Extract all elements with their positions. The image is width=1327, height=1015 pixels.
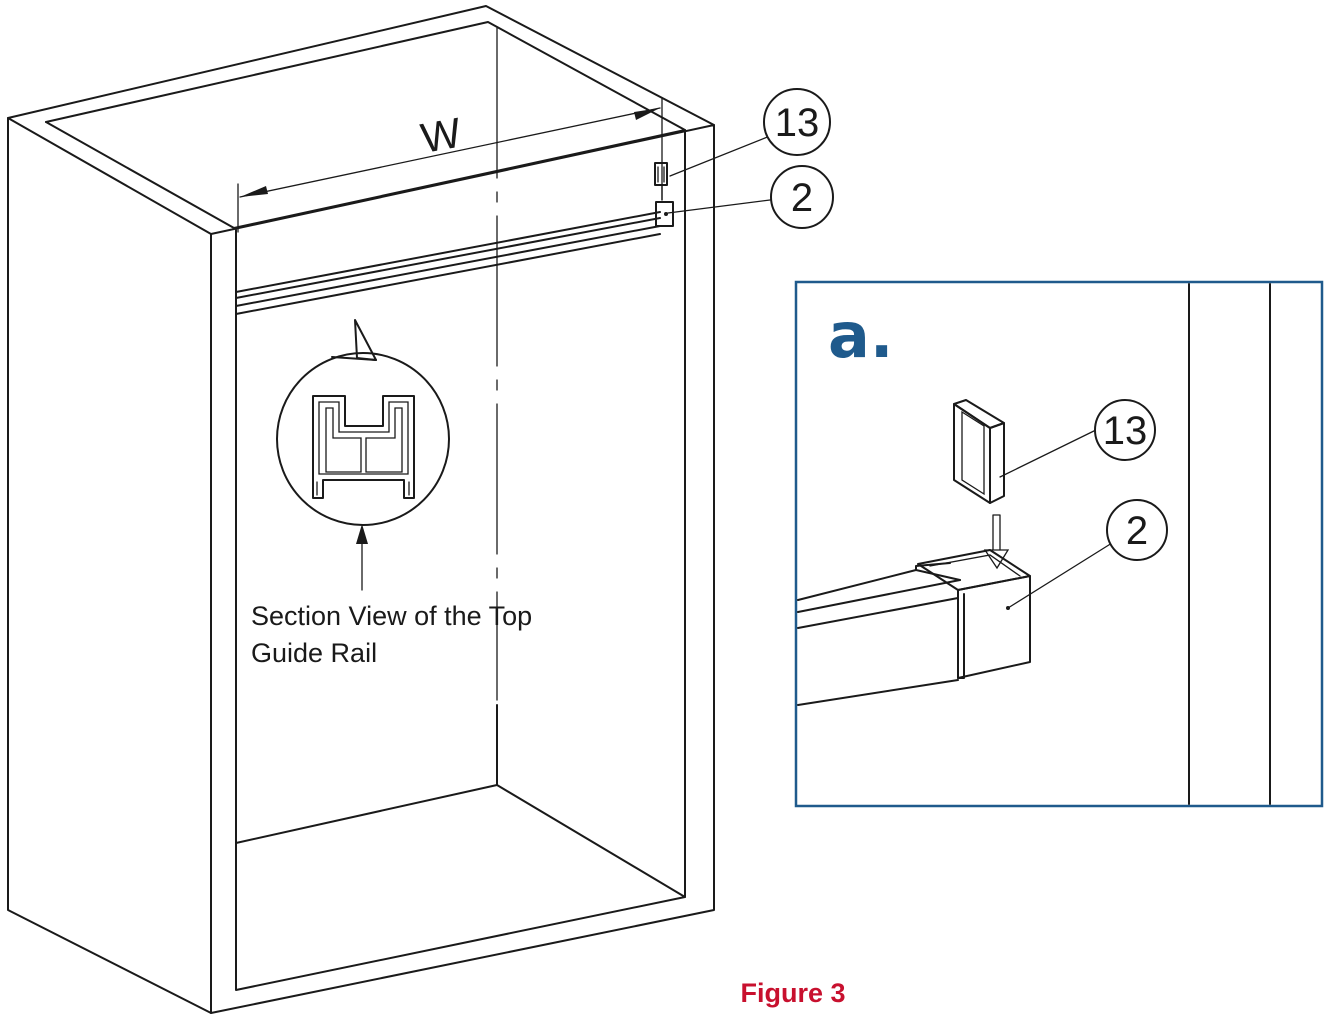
detail-end-cap: [917, 549, 1031, 679]
detail-frame: [794, 280, 1324, 808]
callout-2-detail: 2: [1007, 499, 1168, 609]
dimension-label: W: [417, 109, 465, 162]
shower-enclosure: [7, 5, 715, 1014]
detail-label: a.: [828, 299, 893, 372]
callout-13-detail: 13: [999, 399, 1156, 478]
figure-title: Figure 3: [740, 978, 845, 1008]
detail-guide: [953, 399, 1005, 504]
callout-13-main: 13: [669, 88, 831, 177]
callout-13-detail-label: 13: [1103, 409, 1148, 453]
section-view-bubble: [276, 319, 450, 591]
width-dimension: W: [237, 97, 663, 233]
callout-13-main-label: 13: [775, 101, 820, 145]
insert-arrow: [983, 514, 1010, 570]
callout-2-main: 2: [667, 165, 834, 229]
rail-profile: [312, 395, 415, 499]
section-caption-line1: Section View of the Top: [251, 601, 532, 631]
callout-2-detail-label: 2: [1126, 509, 1148, 553]
top-guide-rail: [235, 211, 661, 315]
callout-2-main-label: 2: [791, 176, 813, 220]
rail-end-cap: [655, 201, 674, 227]
section-caption-line2: Guide Rail: [251, 638, 377, 668]
detail-rail: [797, 562, 961, 706]
rail-guide-part: [654, 162, 668, 201]
detail-view-a: a.: [794, 280, 1324, 808]
